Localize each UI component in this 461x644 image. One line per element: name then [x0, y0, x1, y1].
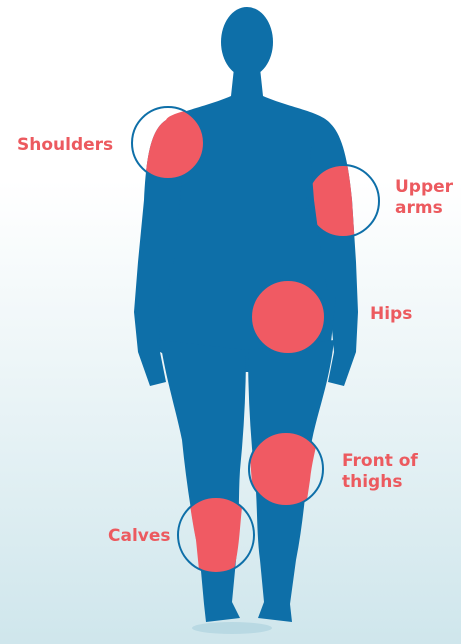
label-hips-text: Hips: [370, 304, 412, 325]
label-shoulders-text: Shoulders: [17, 135, 113, 156]
label-upper-arms-line1: Upper: [395, 177, 453, 198]
label-calves-text: Calves: [108, 526, 171, 547]
left-leg: [160, 340, 246, 622]
label-front-thighs: Front of thighs: [342, 451, 418, 493]
highlight-calves: [178, 490, 254, 580]
label-upper-arms-line2: arms: [395, 198, 453, 219]
head: [221, 7, 273, 77]
label-upper-arms: Upper arms: [395, 177, 453, 219]
label-front-thighs-line2: thighs: [342, 472, 418, 493]
label-hips: Hips: [370, 304, 412, 325]
label-front-thighs-line1: Front of: [342, 451, 418, 472]
label-calves: Calves: [108, 526, 171, 547]
label-shoulders: Shoulders: [17, 135, 113, 156]
floor-shadow: [192, 622, 272, 634]
